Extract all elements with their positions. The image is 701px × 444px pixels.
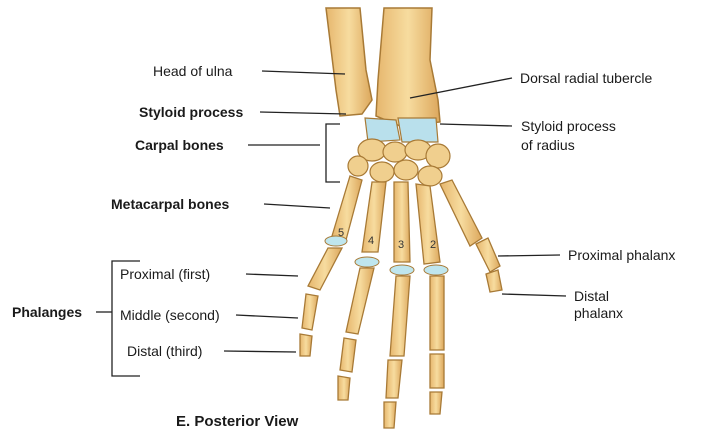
label-distal-phalanx-line2: phalanx	[574, 305, 623, 321]
middle-finger-phalanges	[384, 276, 410, 428]
metacarpal-number-5: 5	[338, 227, 344, 239]
thumb-phalanges	[476, 238, 502, 292]
label-distal-third: Distal (third)	[127, 343, 202, 359]
label-proximal-phalanx: Proximal phalanx	[568, 247, 675, 263]
ring-finger-phalanges	[338, 268, 374, 400]
label-proximal-first: Proximal (first)	[120, 266, 210, 282]
label-styloid-process-radius-line2: of radius	[521, 137, 575, 153]
label-metacarpal-bones: Metacarpal bones	[111, 196, 229, 212]
metacarpal-number-4: 4	[368, 235, 374, 247]
label-dorsal-radial-tubercle: Dorsal radial tubercle	[520, 70, 652, 86]
label-phalanges: Phalanges	[12, 304, 82, 320]
figure-caption: E. Posterior View	[176, 414, 298, 430]
little-finger-phalanges	[300, 248, 342, 356]
metacarpal-number-3: 3	[398, 239, 404, 251]
label-styloid-process-radius-line1: Styloid process	[521, 118, 616, 134]
label-carpal-bones: Carpal bones	[135, 137, 224, 153]
radius	[376, 8, 440, 126]
label-distal-phalanx-line1: Distal	[574, 288, 609, 304]
label-styloid-process: Styloid process	[139, 104, 243, 120]
label-middle-second: Middle (second)	[120, 307, 220, 323]
ulna	[326, 8, 372, 116]
label-head-of-ulna: Head of ulna	[153, 63, 232, 79]
carpal-bones	[348, 118, 450, 186]
metacarpals	[332, 176, 482, 264]
metacarpal-number-2: 2	[430, 239, 436, 251]
index-finger-phalanges	[430, 276, 444, 414]
